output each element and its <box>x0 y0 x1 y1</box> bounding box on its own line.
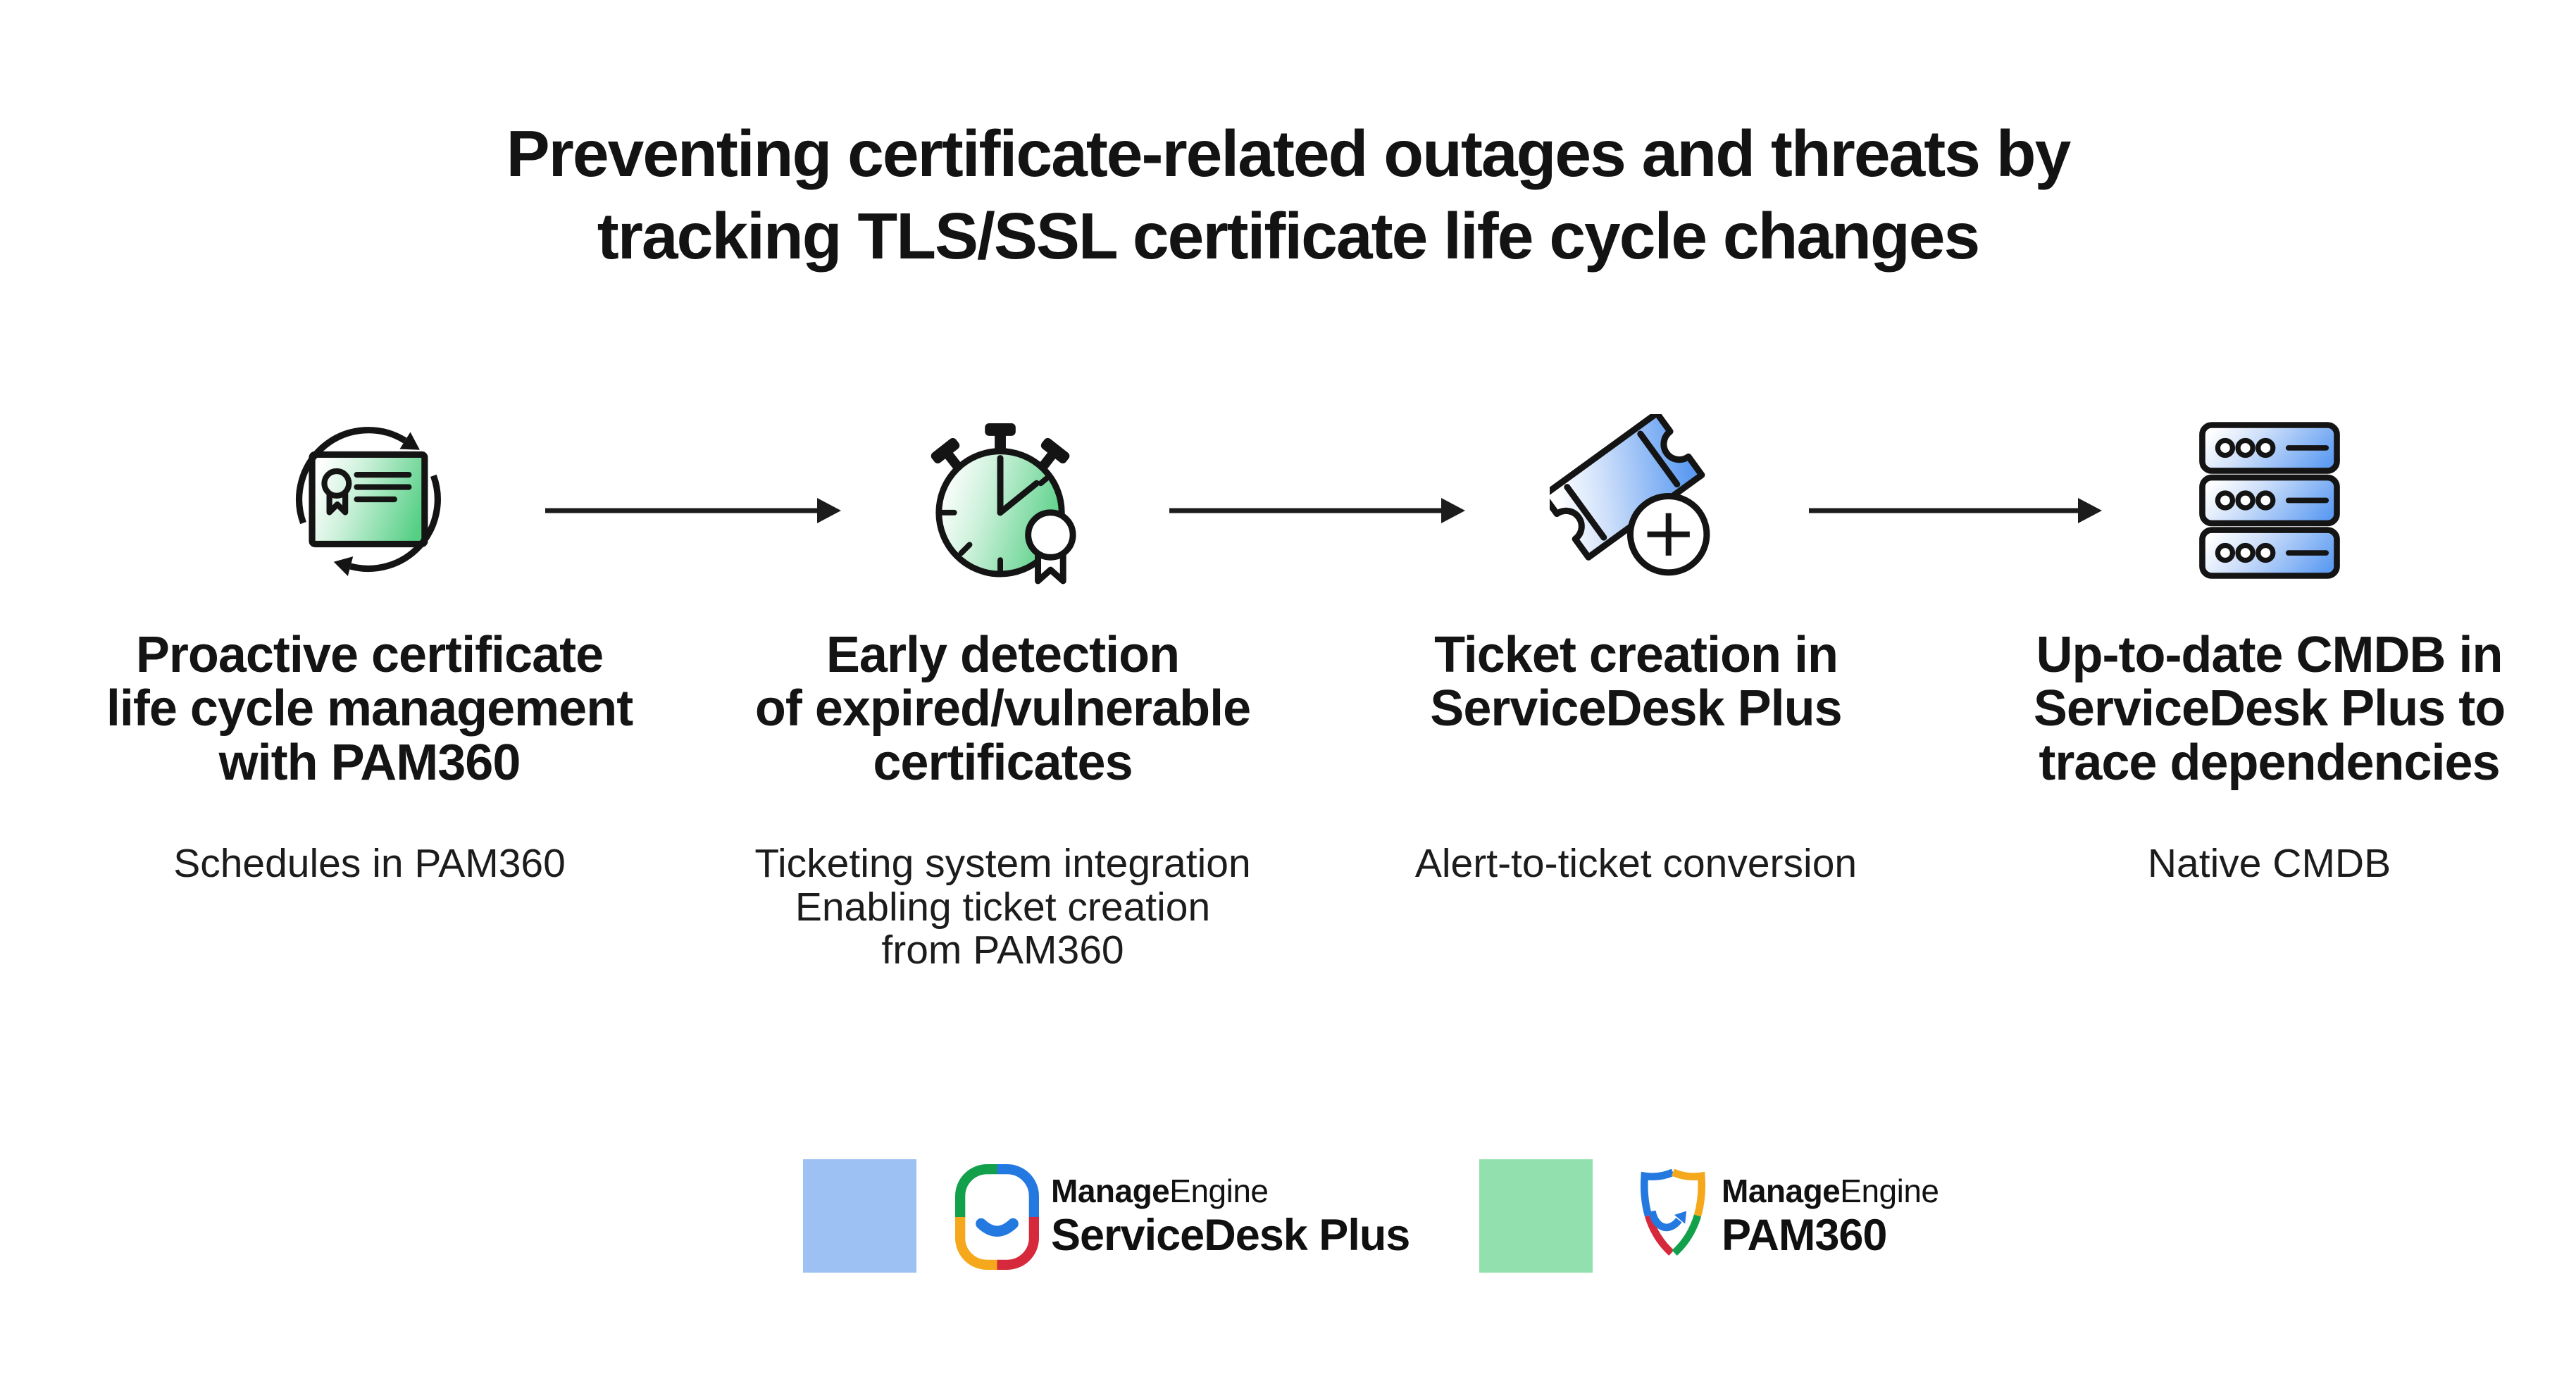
brand-bold: Manage <box>1051 1173 1170 1209</box>
flow-arrow-1 <box>545 498 841 523</box>
stopwatch-early-detection-icon <box>686 410 1319 590</box>
brand-bold: Manage <box>1722 1173 1841 1209</box>
manageengine-wordmark: ManageEngine <box>1051 1175 1410 1207</box>
servicedesk-plus-logo <box>955 1164 1039 1273</box>
step-subtext: Ticketing system integration Enabling ti… <box>754 841 1251 973</box>
step-subtext: Native CMDB <box>2147 841 2391 886</box>
pam360-label: ManageEngine PAM360 <box>1722 1175 1939 1258</box>
step-heading: Up-to-date CMDB in ServiceDesk Plus to t… <box>2033 627 2506 791</box>
certificate-lifecycle-icon <box>53 410 686 590</box>
pam360-logo <box>1636 1162 1710 1273</box>
brand-regular: Engine <box>1840 1173 1939 1209</box>
step-column-4: Up-to-date CMDB in ServiceDesk Plus to t… <box>1953 0 2576 1398</box>
flow-arrow-2 <box>1169 498 1465 523</box>
page-title: Preventing certificate-related outages a… <box>506 117 2072 273</box>
ticket-plus-icon <box>1319 410 1953 590</box>
step-column-2: Early detection of expired/vulnerable ce… <box>686 0 1319 1398</box>
step-subtext: Schedules in PAM360 <box>173 841 566 886</box>
product-name: ServiceDesk Plus <box>1051 1211 1410 1260</box>
step-column-1: Proactive certificate life cycle managem… <box>53 0 686 1398</box>
servicedesk-plus-label: ManageEngine ServiceDesk Plus <box>1051 1175 1410 1258</box>
legend-swatch-pam360 <box>1479 1159 1593 1273</box>
manageengine-wordmark: ManageEngine <box>1722 1175 1939 1207</box>
product-name: PAM360 <box>1722 1211 1887 1260</box>
step-subtext: Alert-to-ticket conversion <box>1414 841 1858 886</box>
brand-regular: Engine <box>1169 1173 1269 1209</box>
flow-arrow-3 <box>1809 498 2102 523</box>
step-heading: Early detection of expired/vulnerable ce… <box>754 627 1251 791</box>
server-stack-cmdb-icon <box>1953 410 2576 590</box>
legend-swatch-servicedesk-plus <box>803 1159 916 1273</box>
step-heading: Proactive certificate life cycle managem… <box>106 627 633 791</box>
step-column-3: Ticket creation in ServiceDesk Plus Aler… <box>1319 0 1953 1398</box>
step-heading: Ticket creation in ServiceDesk Plus <box>1430 627 1842 737</box>
